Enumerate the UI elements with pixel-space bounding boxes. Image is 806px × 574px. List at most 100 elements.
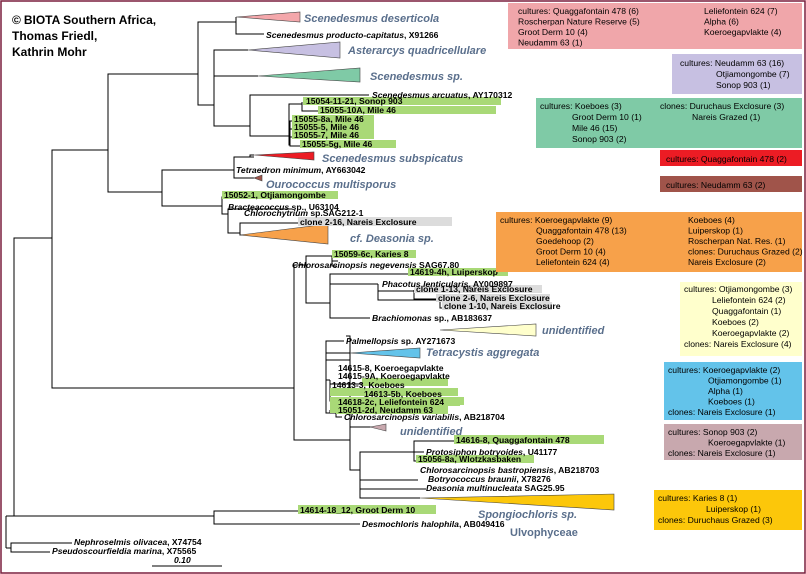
occurrence-text-tetracystis-2: Alpha (1) bbox=[708, 386, 743, 396]
clade-label-spongiochloris: Spongiochloris sp. bbox=[478, 509, 577, 521]
occurrence-box-deasonia bbox=[496, 212, 802, 272]
occurrence-box-spongiochloris bbox=[654, 490, 802, 530]
leaf-chlorochytrium: Chlorochytrium sp.SAG212-1 bbox=[244, 208, 364, 218]
occurrence-text-scenedesmus-sp-2a: Mile 46 (15) bbox=[572, 123, 618, 133]
occurrence-box-scenedesmus-sp bbox=[536, 98, 802, 148]
leaf-protosiphon: Protosiphon botryoides, U41177 bbox=[426, 447, 558, 457]
occurrence-text-ourococcus-0: cultures: Neudamm 63 (2) bbox=[666, 180, 765, 190]
leaf-chlorosarcinopsis-bastropiensis: Chlorosarcinopsis bastropiensis, AB21870… bbox=[420, 465, 599, 475]
occurrence-text-unidentified-1-5: clones: Nareis Exclosure (4) bbox=[684, 339, 792, 349]
clade-triangles bbox=[235, 11, 615, 511]
credit-line-2: Thomas Friedl, bbox=[12, 29, 97, 43]
clade-label-scenedesmus-subspicatus: Scenedesmus subspicatus bbox=[322, 153, 463, 165]
clade-label-unidentified-2: unidentified bbox=[400, 426, 463, 438]
leaf-14613-5b: 14613-5b, Koeboes bbox=[364, 389, 442, 399]
occurrence-text-unidentified-2-0: cultures: Sonop 903 (2) bbox=[668, 427, 757, 437]
occurrence-text-deasonia-3a: Groot Derm 10 (4) bbox=[536, 247, 606, 257]
occurrence-text-unidentified-2-2: clones: Nareis Exclosure (1) bbox=[668, 448, 776, 458]
clade-label-ourococcus: Ourococcus multisporus bbox=[266, 179, 396, 191]
leaf-scenedesmus-arcuatus: Scenedesmus arcuatus, AY170312 bbox=[372, 90, 513, 100]
leaf-phacotus: Phacotus lenticularis, AY009897 bbox=[382, 279, 513, 289]
isolate-highlights bbox=[222, 97, 604, 514]
occurrence-text-deasonia-1b: Luiperskop (1) bbox=[688, 226, 743, 236]
leaf-15052: 15052-1, Otjiamongombe bbox=[224, 190, 326, 200]
occurrence-text-scenedesmus-sp-0b: clones: Duruchaus Exclosure (3) bbox=[660, 101, 784, 111]
leaf-15055-8a: 15055-8a, Mile 46 bbox=[294, 114, 364, 124]
triangle-scenedesmus-sp bbox=[257, 67, 361, 83]
occurrence-text-scenedesmus-sp-0a: cultures: Koeboes (3) bbox=[540, 101, 622, 111]
clade-label-ulvophyceae: Ulvophyceae bbox=[510, 527, 578, 539]
occurrence-text-spongiochloris-0: cultures: Karies 8 (1) bbox=[658, 493, 737, 503]
triangle-ourococcus bbox=[253, 174, 263, 182]
occurrence-text-deserticola-2b: Koeroegapvlakte (4) bbox=[704, 27, 782, 37]
occurrence-box-tetracystis bbox=[664, 362, 802, 420]
leaf-14618: 14618-2c, Leliefontein 624 bbox=[338, 397, 444, 407]
occurrence-text-deserticola-2a: Groot Derm 10 (4) bbox=[518, 27, 588, 37]
triangle-unidentified-1 bbox=[439, 323, 537, 337]
occurrence-text-unidentified-2-1: Koeroegapvlakte (1) bbox=[708, 438, 786, 448]
occurrence-box-unidentified-1 bbox=[680, 282, 802, 356]
occurrence-text-subspicatus-0: cultures: Quaggafontain 478 (2) bbox=[666, 154, 787, 164]
leaf-15055-5g: 15055-5g, Mile 46 bbox=[302, 139, 372, 149]
leaf-15055-5: 15055-5, Mile 46 bbox=[294, 122, 359, 132]
leaf-tetraedron: Tetraedron minimum, AY663042 bbox=[236, 165, 366, 175]
leaf-14615-8: 14615-8, Koeroegapvlakte bbox=[338, 363, 444, 373]
triangle-asterarcys bbox=[247, 41, 341, 59]
triangle-scenedesmus-deserticola bbox=[235, 11, 301, 23]
svg-text:©BIOTA Southern Africa,: ©BIOTA Southern Africa, bbox=[12, 13, 156, 27]
tree-branches bbox=[5, 17, 454, 567]
triangle-scenedesmus-subspicatus bbox=[253, 151, 315, 161]
leaf-chlorosarcinopsis-variabilis: Chlorosarcinopsis variabilis, AB218704 bbox=[344, 412, 505, 422]
credit-line-1: BIOTA Southern Africa, bbox=[24, 13, 156, 27]
leaf-15056: 15056-8a, Wlotzkasbaken bbox=[418, 454, 521, 464]
leaf-14616: 14616-8, Quaggafontain 478 bbox=[456, 435, 570, 445]
leaf-scenedesmus-producto: Scenedesmus producto-capitatus, X91266 bbox=[266, 30, 439, 40]
occurrence-text-asterarcys-1: Otjiamongombe (7) bbox=[716, 69, 790, 79]
occurrence-boxes: cultures: Quaggafontain 478 (6) Leliefont… bbox=[496, 3, 803, 530]
occurrence-text-deserticola-3a: Neudamm 63 (1) bbox=[518, 38, 583, 48]
occurrence-text-tetracystis-4: clones: Nareis Exclosure (1) bbox=[668, 407, 776, 417]
occurrence-text-unidentified-1-0: cultures: Otjiamongombe (3) bbox=[684, 284, 793, 294]
copyright-symbol: © bbox=[12, 13, 21, 27]
clade-label-unidentified-1: unidentified bbox=[542, 325, 605, 337]
triangle-spongiochloris bbox=[419, 493, 615, 511]
occurrence-box-deserticola bbox=[508, 3, 802, 49]
occurrence-text-unidentified-1-2: Quaggafontain (1) bbox=[712, 306, 781, 316]
occurrence-text-tetracystis-1: Otjiamongombe (1) bbox=[708, 376, 782, 386]
triangle-deasonia bbox=[239, 223, 329, 245]
leaf-nephroselmis: Nephroselmis olivacea, X74754 bbox=[74, 537, 202, 547]
triangle-tetracystis bbox=[349, 347, 421, 359]
occurrence-text-unidentified-1-3: Koeboes (2) bbox=[712, 317, 759, 327]
occurrence-text-deserticola-0a: cultures: Quaggafontain 478 (6) bbox=[518, 6, 639, 16]
occurrence-text-deserticola-0b: Leliefontein 624 (7) bbox=[704, 6, 778, 16]
clade-labels: Scenedesmus deserticola Asterarcys quadr… bbox=[266, 13, 605, 539]
occurrence-box-asterarcys bbox=[672, 54, 802, 94]
leaf-clone-1-10: clone 1-10, Nareis Exclosure bbox=[444, 301, 561, 311]
leaf-labels: Scenedesmus producto-capitatus, X91266 S… bbox=[52, 30, 599, 565]
leaf-bracteacoccus: Bracteacoccus sp., U63104 bbox=[228, 202, 339, 212]
clade-label-tetracystis: Tetracystis aggregata bbox=[426, 347, 539, 359]
scale-bar-label: 0.10 bbox=[174, 555, 191, 565]
clade-label-scenedesmus-deserticola: Scenedesmus deserticola bbox=[304, 13, 439, 25]
credit-line-3: Kathrin Mohr bbox=[12, 45, 87, 59]
leaf-clone-1-13: clone 1-13, Nareis Exclosure bbox=[416, 284, 533, 294]
occurrence-text-asterarcys-2: Sonop 903 (1) bbox=[716, 80, 771, 90]
occurrence-text-deasonia-4a: Leliefontein 624 (4) bbox=[536, 257, 610, 267]
occurrence-text-spongiochloris-2: clones: Duruchaus Grazed (3) bbox=[658, 515, 773, 525]
occurrence-text-deasonia-2a: Goedehoop (2) bbox=[536, 236, 594, 246]
occurrence-text-tetracystis-3: Koeboes (1) bbox=[708, 397, 755, 407]
occurrence-text-deserticola-1a: Roscherpan Nature Reserve (5) bbox=[518, 17, 640, 27]
leaf-15055-10a: 15055-10A, Mile 46 bbox=[320, 105, 396, 115]
clade-label-scenedesmus-sp: Scenedesmus sp. bbox=[370, 71, 463, 83]
occurrence-text-scenedesmus-sp-1b: Nareis Grazed (1) bbox=[692, 112, 760, 122]
occurrence-text-deasonia-1a: Quaggafontain 478 (13) bbox=[536, 226, 627, 236]
leaf-14613-3: 14613-3, Koeboes bbox=[332, 380, 405, 390]
occurrence-text-tetracystis-0: cultures: Koeroegapvlakte (2) bbox=[668, 365, 780, 375]
leaf-15051: 15051-2d, Neudamm 63 bbox=[338, 405, 433, 415]
occurrence-text-deasonia-0b: Koeboes (4) bbox=[688, 215, 735, 225]
clade-label-deasonia: cf. Deasonia sp. bbox=[350, 233, 434, 245]
occurrence-text-scenedesmus-sp-1a: Groot Derm 10 (1) bbox=[572, 112, 642, 122]
leaf-deasonia-multinucleata: Deasonia multinucleata SAG25.95 bbox=[426, 483, 565, 493]
